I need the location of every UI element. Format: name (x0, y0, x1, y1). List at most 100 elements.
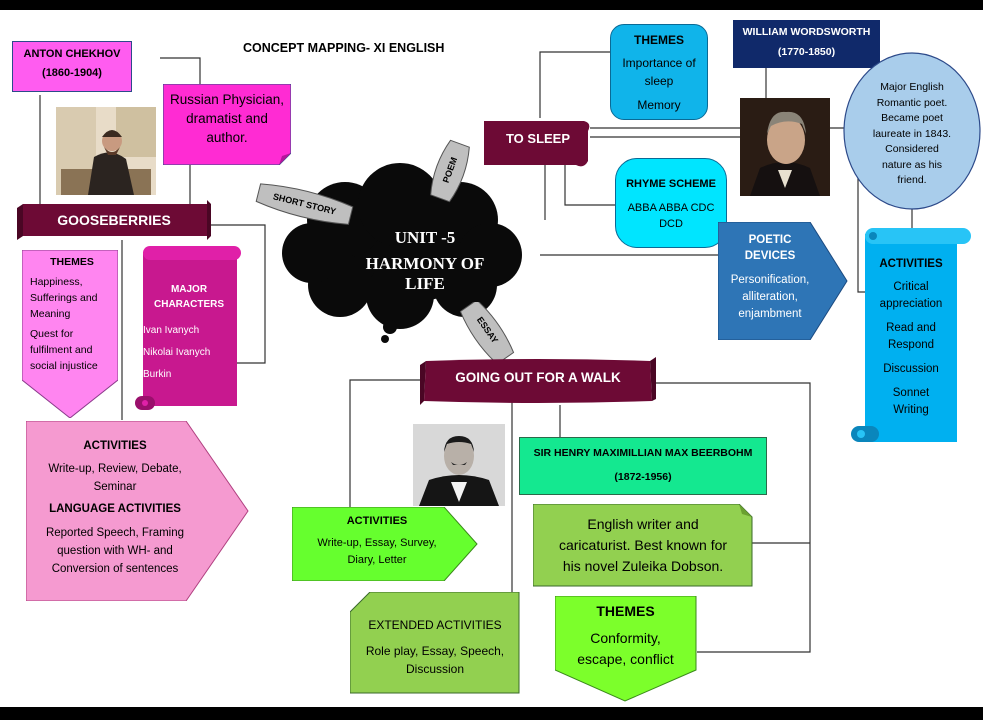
language-title: LANGUAGE ACTIVITIES (49, 503, 181, 515)
activity-line: appreciation (879, 298, 943, 310)
to-sleep-activities-scroll (851, 228, 971, 442)
device-item: Personification, (730, 274, 810, 286)
bio-line: English writer and (587, 516, 699, 532)
gooseberries-themes-shape (22, 250, 118, 418)
walk-activities-shape (292, 507, 478, 581)
poetic-devices: POETIC DEVICES Personification, allitera… (722, 232, 818, 323)
extended-line: Role play, Essay, Speech, (365, 644, 505, 658)
bio-line: caricaturist. Best known for (558, 537, 728, 553)
rhyme-scheme-box: RHYME SCHEME ABBA ABBA CDC DCD (615, 158, 727, 248)
chekhov-bio-line: Russian Physician, (169, 92, 285, 107)
activity-line: Write-up, Review, Debate, (48, 463, 182, 475)
to-sleep-themes: THEMES Importance of sleep Memory (610, 24, 708, 120)
to-sleep-banner (484, 121, 590, 167)
characters-title: MAJOR (170, 284, 208, 295)
walk-themes: THEMES Conformity, escape, conflict (555, 602, 696, 670)
device-item: alliteration, (742, 291, 798, 303)
extended-title: EXTENDED ACTIVITIES (368, 618, 502, 632)
wordsworth-bio-shape (843, 52, 981, 210)
activity-line: Critical (893, 281, 929, 293)
to-sleep-activities: ACTIVITIES Critical appreciation Read an… (866, 256, 956, 419)
beerbohm-years: (1872-1956) (614, 471, 672, 483)
activity-line: Discussion (883, 363, 939, 375)
gooseberries-themes-title: THEMES (50, 256, 94, 268)
beerbohm-portrait (413, 424, 505, 506)
gooseberries-activities-shape (26, 421, 249, 601)
wordsworth-portrait (740, 98, 830, 196)
chekhov-bio-line: dramatist and (186, 111, 268, 126)
activity-line: Sonnet (892, 387, 930, 399)
to-sleep-themes-title: THEMES (633, 33, 684, 47)
poem-tag (430, 139, 470, 203)
extended-line: Discussion (405, 662, 465, 676)
bio-line: Became poet (881, 112, 943, 124)
beerbohm-bio: English writer and caricaturist. Best kn… (533, 514, 753, 577)
gooseberries-activities: ACTIVITIES Write-up, Review, Debate, Sem… (30, 438, 200, 578)
center-title: UNIT -5 HARMONY OF LIFE (345, 228, 505, 294)
activity-line: Write-up, Essay, Survey, (317, 537, 437, 549)
gooseberries-title: GOOSEBERRIES (57, 212, 171, 228)
center-cloud (282, 163, 522, 343)
character-item: Nikolai Ivanych (143, 347, 211, 358)
theme-item: social injustice (30, 360, 98, 372)
theme-item: Happiness, (30, 276, 83, 288)
essay-tag (459, 302, 515, 362)
chekhov-bio-line: author. (206, 130, 248, 145)
chekhov-bio-box (163, 84, 291, 165)
walk-themes-title: THEMES (596, 603, 655, 619)
walk-themes-shape (555, 596, 697, 702)
page-title: CONCEPT MAPPING- XI ENGLISH (243, 41, 445, 55)
bio-line: Romantic poet. (876, 96, 948, 109)
rhyme-line: ABBA ABBA CDC (627, 202, 715, 214)
rhyme-title: RHYME SCHEME (626, 178, 716, 190)
characters-title: CHARACTERS (154, 299, 224, 310)
activities-title: ACTIVITIES (879, 258, 943, 270)
center-line: HARMONY OF (365, 254, 485, 273)
device-item: enjambment (738, 308, 802, 320)
activity-line: Diary, Letter (347, 554, 407, 566)
activities-title: ACTIVITIES (83, 440, 147, 452)
language-line: question with WH- and (57, 545, 173, 557)
wordsworth-years: (1770-1850) (777, 46, 836, 58)
beerbohm-bio-shape (533, 504, 753, 587)
character-item: Burkin (143, 369, 172, 380)
chekhov-name-box: ANTON CHEKHOV (1860-1904) (12, 41, 132, 92)
bio-line: his novel Zuleika Dobson. (562, 558, 724, 574)
extended-activities-shape (350, 592, 520, 694)
wordsworth-name: WILLIAM WORDSWORTH (742, 26, 871, 38)
gooseberries-themes: THEMES Happiness, Sufferings and Meaning… (30, 254, 114, 374)
theme-item: sleep (644, 74, 674, 88)
activities-title: ACTIVITIES (346, 515, 408, 527)
theme-item: Meaning (30, 308, 71, 320)
walk-title: GOING OUT FOR A WALK (455, 370, 621, 385)
activity-line: Seminar (93, 481, 137, 493)
walk-activities: ACTIVITIES Write-up, Essay, Survey, Diar… (294, 513, 460, 569)
to-sleep-title: TO SLEEP (505, 131, 571, 146)
beerbohm-name: SIR HENRY MAXIMILLIAN MAX BEERBOHM (533, 447, 753, 459)
theme-item: Conformity, (590, 630, 661, 646)
center-line: LIFE (405, 274, 445, 293)
wordsworth-bio: Major English Romantic poet. Became poet… (858, 80, 966, 189)
bio-line: nature as his (881, 158, 943, 171)
theme-item: Sufferings and (30, 292, 98, 304)
chekhov-name: ANTON CHEKHOV (23, 48, 121, 60)
rhyme-line: DCD (659, 218, 683, 230)
bio-line: Considered (885, 143, 939, 155)
activity-line: Respond (887, 339, 935, 351)
extended-activities: EXTENDED ACTIVITIES Role play, Essay, Sp… (350, 617, 520, 678)
language-line: Conversion of sentences (51, 563, 179, 575)
theme-item: Quest for (30, 328, 74, 340)
theme-item: Importance of (622, 56, 696, 70)
short-story-tag (255, 183, 354, 225)
chekhov-portrait (56, 107, 156, 195)
beerbohm-name-box: SIR HENRY MAXIMILLIAN MAX BEERBOHM (1872… (519, 437, 767, 495)
wordsworth-name-box: WILLIAM WORDSWORTH (1770-1850) (733, 20, 880, 68)
characters: MAJOR CHARACTERS Ivan Ivanych Nikolai Iv… (143, 282, 235, 386)
bio-line: Major English (880, 81, 944, 93)
devices-title: DEVICES (744, 250, 796, 262)
chekhov-years: (1860-1904) (42, 67, 102, 79)
theme-item: escape, conflict (577, 651, 674, 667)
devices-title: POETIC (748, 234, 792, 246)
character-item: Ivan Ivanych (143, 325, 200, 336)
bio-line: friend. (897, 174, 927, 186)
